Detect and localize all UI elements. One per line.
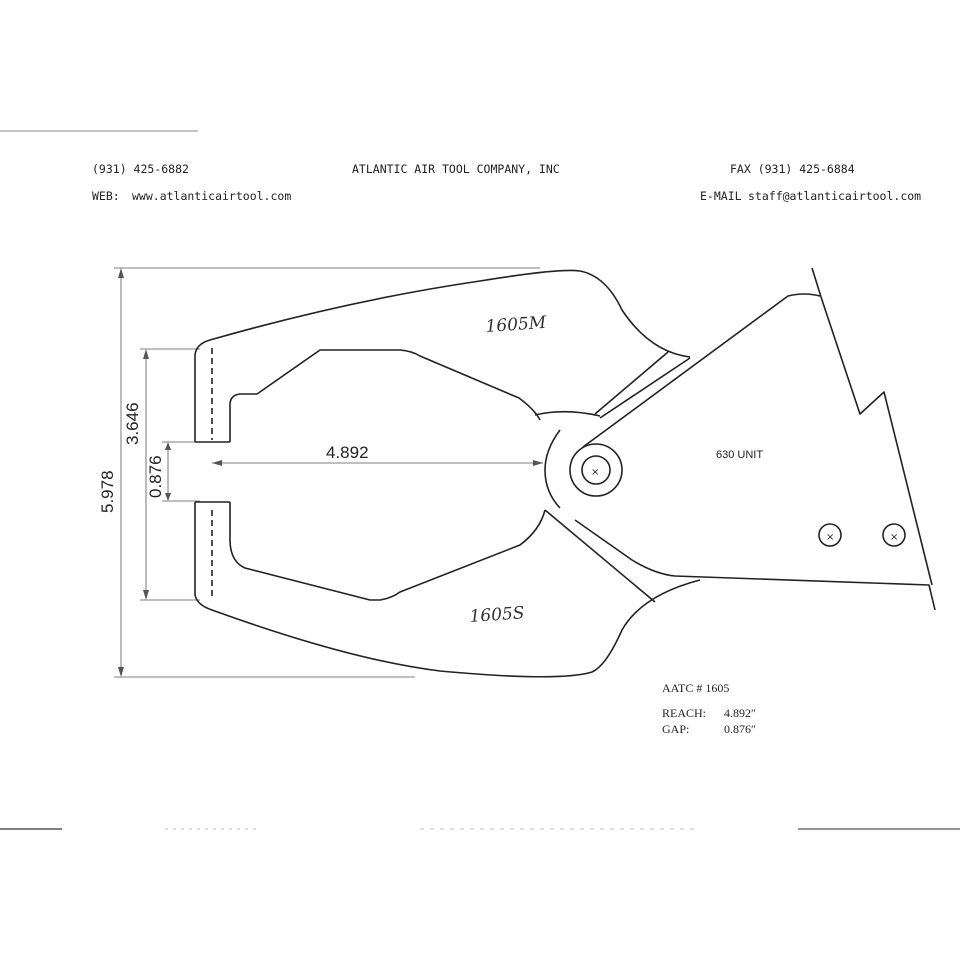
lower-part-number: 1605S [469, 603, 525, 627]
upper-jaw: 1605M [194, 269, 691, 443]
letterhead: (931) 425-6882 ATLANTIC AIR TOOL COMPANY… [92, 162, 921, 203]
lower-jaw: 1605S [194, 501, 701, 678]
email-label: E-MAIL [700, 189, 742, 203]
reach-label: REACH: [662, 706, 706, 720]
upper-part-number: 1605M [485, 313, 548, 337]
gap-value: 0.876 [146, 455, 165, 498]
dimension-overall-height: 5.978 [98, 267, 540, 678]
part-number-label: AATC # 1605 [662, 681, 729, 695]
phone-number: (931) 425-6882 [92, 162, 189, 176]
reach-value: 4.892 [326, 443, 369, 462]
fax-number: FAX (931) 425-6884 [730, 162, 855, 176]
scan-edge-lines [0, 130, 960, 830]
unit-label: 630 UNIT [716, 449, 763, 461]
web-url: www.atlanticairtool.com [132, 189, 291, 203]
company-name: ATLANTIC AIR TOOL COMPANY, INC [352, 162, 560, 176]
unit-body: 630 UNIT × × [574, 267, 936, 611]
web-label: WEB: [92, 189, 120, 203]
inner-height-value: 3.646 [123, 402, 142, 445]
screw-icon: × [826, 532, 834, 543]
hinge-pivot: × [544, 429, 623, 509]
dimension-reach: 4.892 [212, 443, 543, 466]
spec-block: AATC # 1605 REACH: 4.892″ GAP: 0.876″ [662, 681, 756, 736]
reach-spec-value: 4.892″ [724, 706, 756, 720]
dimension-inner-height: 3.646 [123, 348, 200, 601]
screw-icon: × [890, 532, 898, 543]
gap-spec-value: 0.876″ [724, 722, 756, 736]
overall-height-value: 5.978 [98, 470, 117, 513]
gap-label: GAP: [662, 722, 689, 736]
email-address: staff@atlanticairtool.com [748, 189, 921, 203]
pivot-cross-icon: × [591, 467, 599, 478]
dimension-gap: 0.876 [146, 441, 200, 502]
